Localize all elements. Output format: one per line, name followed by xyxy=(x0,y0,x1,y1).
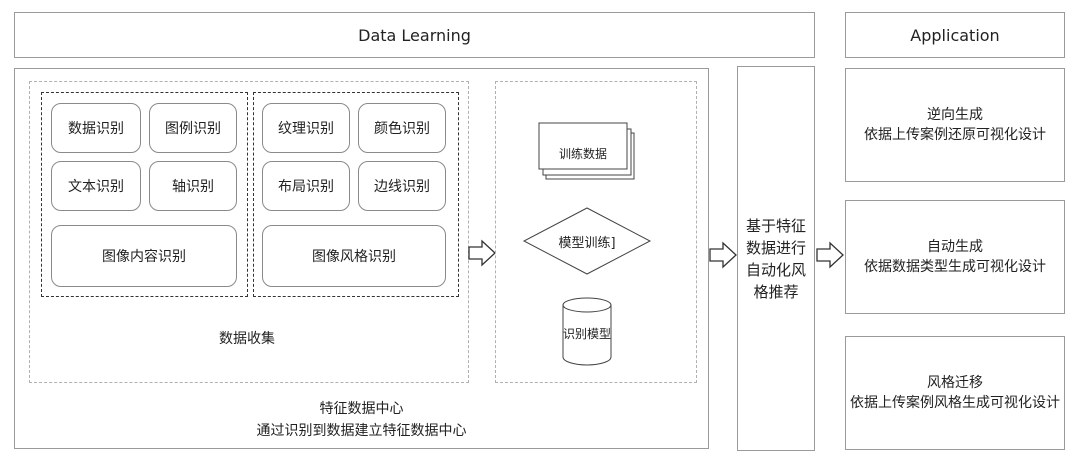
recognition-model-label: 识别模型 xyxy=(562,327,611,341)
application-desc: 依据上传案例还原可视化设计 xyxy=(864,127,1046,143)
style-recognition-group xyxy=(253,92,459,297)
application-desc: 依据数据类型生成可视化设计 xyxy=(864,259,1046,275)
texture-recognition-node: 纹理识别 xyxy=(262,103,350,153)
color-recognition-node: 颜色识别 xyxy=(358,103,446,153)
application-header: Application xyxy=(845,12,1065,58)
text-recognition-node: 文本识别 xyxy=(51,161,141,211)
database-cylinder-icon xyxy=(562,297,612,366)
data-learning-header: Data Learning xyxy=(14,12,815,58)
document-stack-icon xyxy=(538,122,635,180)
training-data-label: 训练数据 xyxy=(558,147,607,161)
application-title: 风格迁移 xyxy=(927,375,983,391)
legend-recognition-node: 图例识别 xyxy=(149,103,237,153)
image-style-recognition-node: 图像风格识别 xyxy=(262,225,446,287)
application-auto-generation: 自动生成 依据数据类型生成可视化设计 xyxy=(845,200,1065,314)
application-reverse-generation: 逆向生成 依据上传案例还原可视化设计 xyxy=(845,68,1065,182)
arrow-right-icon xyxy=(816,241,844,269)
application-title: Application xyxy=(910,25,1000,45)
arrow-right-icon xyxy=(709,241,737,269)
application-title: 自动生成 xyxy=(927,239,983,255)
data-learning-title: Data Learning xyxy=(358,25,471,45)
axis-recognition-node: 轴识别 xyxy=(149,161,237,211)
data-collection-area xyxy=(29,81,469,383)
application-style-transfer: 风格迁移 依据上传案例风格生成可视化设计 xyxy=(845,336,1065,450)
style-recommendation-box: 基于特征 数据进行 自动化风 格推荐 xyxy=(737,66,815,451)
application-title: 逆向生成 xyxy=(927,107,983,123)
image-content-recognition-node: 图像内容识别 xyxy=(51,225,237,287)
model-training-label: 模型训练] xyxy=(558,236,616,251)
edge-recognition-node: 边线识别 xyxy=(358,161,446,211)
layout-recognition-node: 布局识别 xyxy=(262,161,350,211)
model-training-area xyxy=(495,81,697,383)
arrow-right-icon xyxy=(468,239,496,267)
feature-center-title-line2: 通过识别到数据建立特征数据中心 xyxy=(256,423,467,439)
data-recognition-node: 数据识别 xyxy=(51,103,141,153)
application-desc: 依据上传案例风格生成可视化设计 xyxy=(850,395,1060,411)
content-recognition-group xyxy=(41,92,248,297)
diamond-icon xyxy=(522,207,652,275)
data-collection-label: 数据收集 xyxy=(219,331,275,347)
feature-center-title-line1: 特征数据中心 xyxy=(319,401,404,417)
feature-center-title: 特征数据中心 通过识别到数据建立特征数据中心 xyxy=(14,398,709,442)
